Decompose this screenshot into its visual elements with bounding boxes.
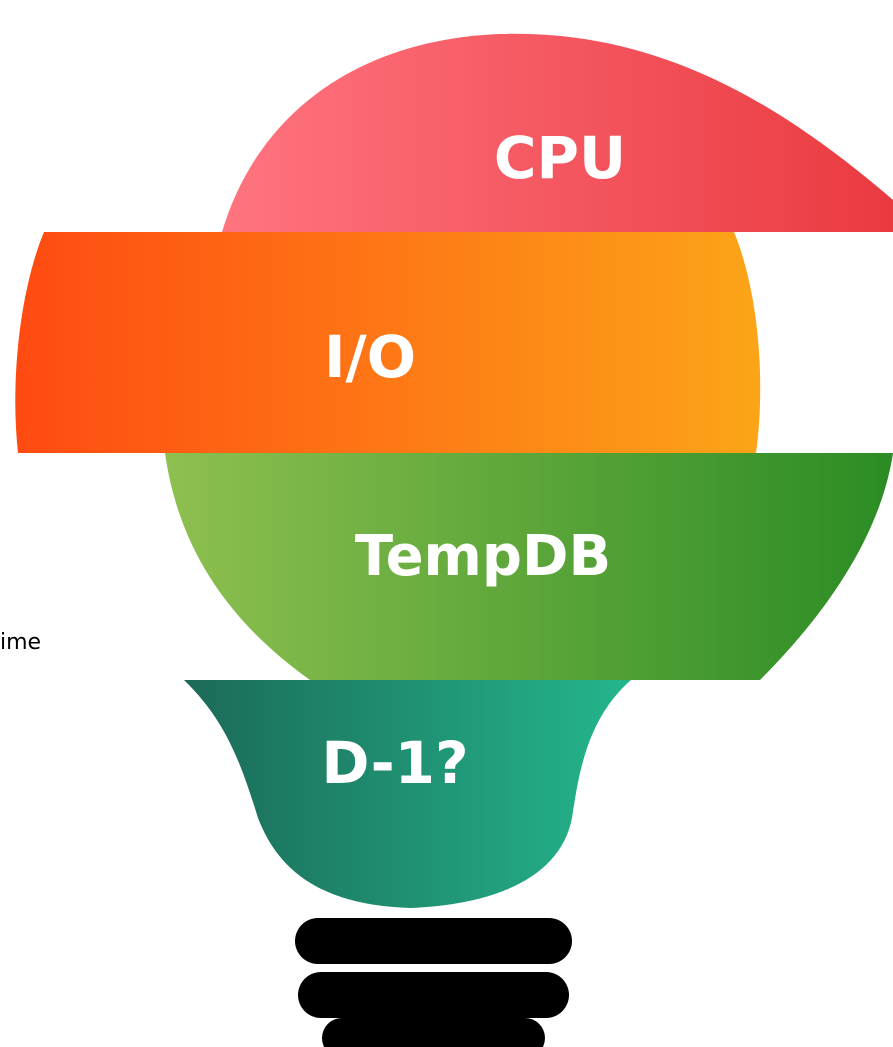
io-band [15,232,761,453]
base-line-2 [298,972,569,1018]
cpu-label: CPU [494,124,626,192]
d1-band [184,680,631,908]
base-line-1 [295,918,572,964]
tempdb-band [165,453,893,680]
side-text: ime [0,630,42,655]
d1-label: D-1? [321,729,468,797]
base-line-3 [322,1018,545,1047]
tempdb-label: TempDB [355,524,611,589]
cpu-band [222,33,893,233]
io-label: I/O [324,323,416,391]
